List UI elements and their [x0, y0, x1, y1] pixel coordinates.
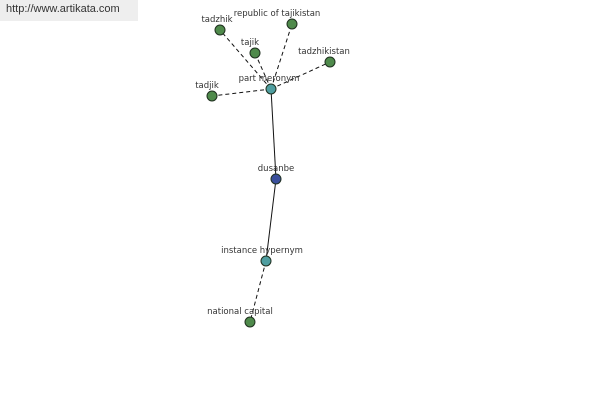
node-marker-republic-of-tajikistan[interactable] [286, 18, 298, 30]
node-marker-national-capital[interactable] [244, 316, 256, 328]
graph-edges [211, 23, 331, 323]
node-label-national-capital: national capital [207, 307, 273, 317]
node-tadzhik[interactable]: tadzhik [201, 15, 233, 36]
node-instance-hypernym[interactable]: instance hypernym [221, 246, 303, 267]
node-marker-tadjik[interactable] [206, 90, 218, 102]
edge-instance-hypernym-to-national-capital [249, 260, 267, 323]
node-part-meronym[interactable]: part meronym [239, 74, 300, 95]
node-tajik[interactable]: tajik [241, 38, 261, 59]
node-marker-tadzhikistan[interactable] [324, 56, 336, 68]
node-label-tadzhik: tadzhik [201, 15, 232, 25]
node-marker-dusanbe[interactable] [270, 173, 282, 185]
edge-part-meronym-to-tadzhikistan [270, 61, 331, 90]
node-marker-instance-hypernym[interactable] [260, 255, 272, 267]
node-national-capital[interactable]: national capital [207, 307, 273, 328]
edge-dusanbe-to-part-meronym [270, 88, 277, 180]
node-republic-of-tajikistan[interactable]: republic of tajikistan [234, 9, 321, 30]
node-dusanbe[interactable]: dusanbe [258, 164, 294, 185]
node-label-dusanbe: dusanbe [258, 164, 294, 174]
node-label-tajik: tajik [241, 38, 259, 48]
node-label-instance-hypernym: instance hypernym [221, 246, 303, 256]
edge-dusanbe-to-instance-hypernym [265, 178, 277, 262]
node-marker-part-meronym[interactable] [265, 83, 277, 95]
node-tadzhikistan[interactable]: tadzhikistan [298, 47, 350, 68]
node-label-tadzhikistan: tadzhikistan [298, 47, 350, 57]
artikata-url-link[interactable]: http://www.artikata.com [0, 0, 138, 21]
node-marker-tadzhik[interactable] [214, 24, 226, 36]
node-marker-tajik[interactable] [249, 47, 261, 59]
edge-part-meronym-to-tadjik [211, 88, 272, 97]
edge-part-meronym-to-tadzhik [219, 29, 272, 90]
node-label-republic-of-tajikistan: republic of tajikistan [234, 9, 321, 19]
edge-part-meronym-to-republic-of-tajikistan [270, 23, 293, 90]
node-tadjik[interactable]: tadjik [195, 81, 219, 102]
node-label-tadjik: tadjik [195, 81, 219, 91]
node-label-part-meronym: part meronym [239, 74, 300, 84]
